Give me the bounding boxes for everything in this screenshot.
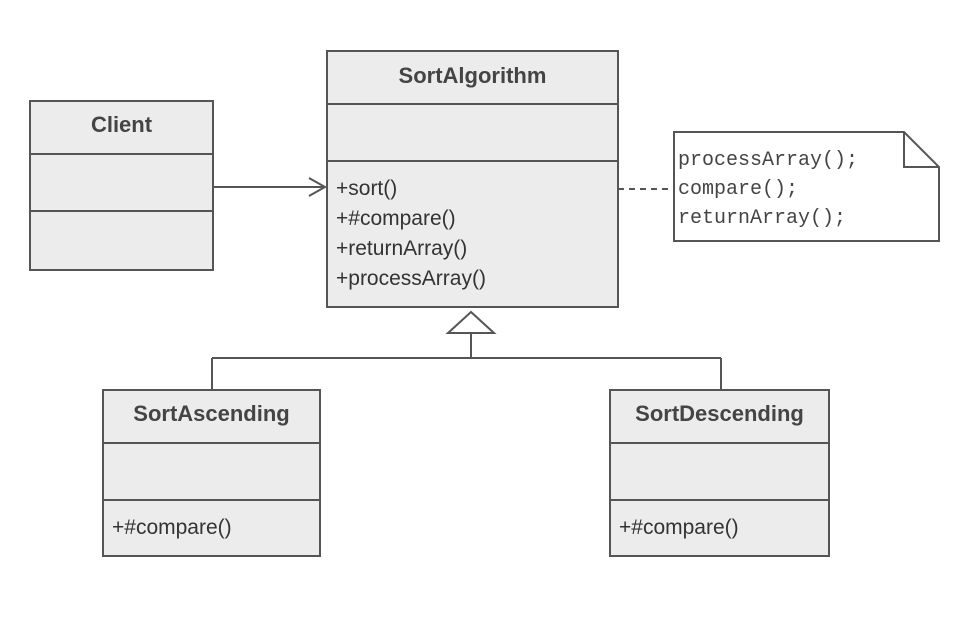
association-arrowhead xyxy=(308,177,328,197)
note-text: processArray(); compare(); returnArray()… xyxy=(678,146,858,233)
class-name-sort-algorithm: SortAlgorithm xyxy=(398,63,547,88)
method-process-array: +processArray() xyxy=(336,267,486,290)
class-client[interactable]: Client xyxy=(29,100,214,271)
attributes-divider xyxy=(104,442,319,444)
note-line-return-array: returnArray(); xyxy=(678,207,847,230)
attributes-divider xyxy=(328,103,617,105)
class-name-sort-ascending: SortAscending xyxy=(133,401,290,426)
method-compare: +#compare() xyxy=(619,516,739,539)
method-compare: +#compare() xyxy=(112,516,232,539)
class-name-sort-descending: SortDescending xyxy=(635,401,804,426)
generalization-arrowhead xyxy=(445,310,497,334)
method-list: +#compare() xyxy=(112,513,232,543)
attributes-divider xyxy=(611,442,828,444)
class-sort-descending[interactable]: SortDescending +#compare() xyxy=(609,389,830,557)
class-name-client: Client xyxy=(90,112,153,137)
attributes-divider xyxy=(31,153,212,155)
methods-divider xyxy=(104,499,319,501)
methods-divider xyxy=(328,160,617,162)
class-sort-algorithm[interactable]: SortAlgorithm +sort() +#compare() +retur… xyxy=(326,50,619,308)
method-compare: +#compare() xyxy=(336,207,456,230)
method-return-array: +returnArray() xyxy=(336,237,468,260)
methods-divider xyxy=(611,499,828,501)
methods-divider xyxy=(31,210,212,212)
method-sort: +sort() xyxy=(336,177,398,200)
note-line-process-array: processArray(); xyxy=(678,149,859,172)
note-line-compare: compare(); xyxy=(678,178,799,201)
note-shape xyxy=(673,131,940,242)
method-list: +#compare() xyxy=(619,513,739,543)
note-folded-corner xyxy=(903,132,939,168)
class-sort-ascending[interactable]: SortAscending +#compare() xyxy=(102,389,321,557)
method-list: +sort() +#compare() +returnArray() +proc… xyxy=(336,174,486,294)
